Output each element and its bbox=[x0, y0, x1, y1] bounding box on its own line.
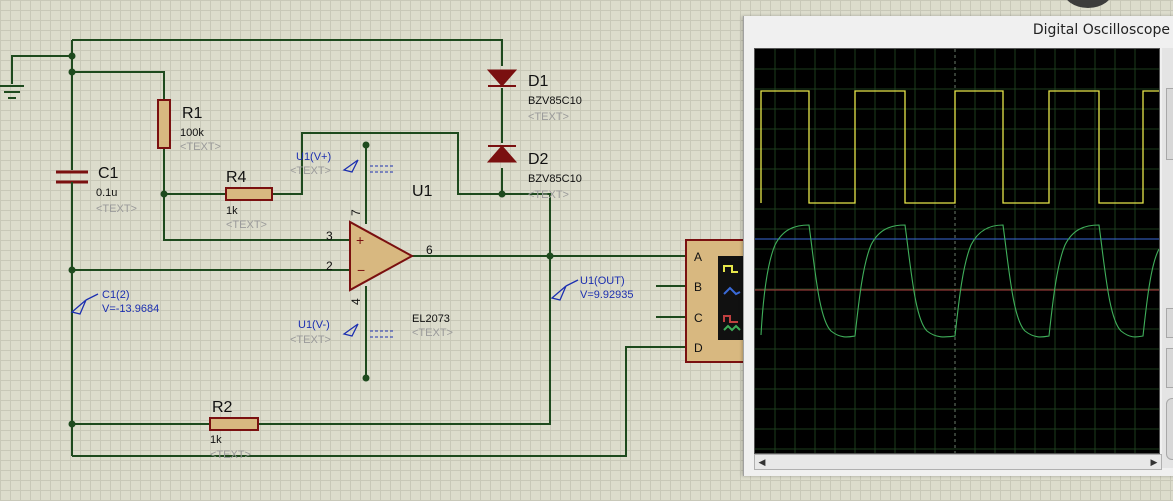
opamp-u1[interactable]: + − U1 3 2 6 7 4 EL2073 <TEXT> bbox=[326, 183, 453, 339]
side-control-mid[interactable] bbox=[1166, 308, 1173, 338]
d1-text: <TEXT> bbox=[528, 111, 569, 123]
wires bbox=[11, 39, 686, 457]
r1-text: <TEXT> bbox=[180, 141, 221, 153]
c1-ref: C1 bbox=[98, 165, 119, 182]
scroll-left-icon[interactable]: ◀ bbox=[758, 457, 766, 467]
ground-icon bbox=[0, 85, 24, 99]
side-knob[interactable] bbox=[1166, 398, 1173, 460]
diode-d2[interactable]: D2 BZV85C10 <TEXT> bbox=[486, 145, 582, 201]
u1-pin-2: 2 bbox=[326, 259, 333, 273]
window-corner-button[interactable] bbox=[1063, 0, 1113, 8]
d2-value: BZV85C10 bbox=[528, 173, 582, 185]
diode-d1[interactable]: D1 BZV85C10 <TEXT> bbox=[486, 69, 582, 123]
scope-side-panel bbox=[1162, 48, 1173, 468]
probe-u1-vplus-text: <TEXT> bbox=[290, 165, 331, 177]
probe-u1-out-value: V=9.92935 bbox=[580, 289, 634, 301]
r4-ref: R4 bbox=[226, 169, 247, 186]
probe-u1-vminus-text: <TEXT> bbox=[290, 334, 331, 346]
scope-channel-c: C bbox=[694, 311, 703, 325]
r1-ref: R1 bbox=[182, 105, 203, 122]
r1-value: 100k bbox=[180, 127, 204, 139]
r4-value: 1k bbox=[226, 205, 238, 217]
scope-channel-b: B bbox=[694, 280, 702, 294]
voltage-probe-u1-vplus[interactable]: U1(V+) <TEXT> bbox=[290, 151, 394, 177]
r4-text: <TEXT> bbox=[226, 219, 267, 231]
side-control-top[interactable] bbox=[1166, 88, 1173, 160]
probe-u1-out-label: U1(OUT) bbox=[580, 275, 625, 287]
voltage-probe-c1[interactable]: C1(2) V=-13.9684 bbox=[70, 289, 159, 315]
u1-pin-4: 4 bbox=[349, 298, 363, 305]
resistor-r2[interactable]: R2 1k <TEXT> bbox=[209, 399, 259, 461]
probe-c1-value: V=-13.9684 bbox=[102, 303, 159, 315]
u1-ref: U1 bbox=[412, 183, 433, 200]
scope-channel-d: D bbox=[694, 341, 703, 355]
side-control-low[interactable] bbox=[1166, 348, 1173, 388]
resistor-r4[interactable]: R4 1k <TEXT> bbox=[225, 169, 273, 231]
u1-value: EL2073 bbox=[412, 313, 450, 325]
oscilloscope-window[interactable]: Digital Oscilloscope bbox=[743, 16, 1173, 476]
r2-text: <TEXT> bbox=[210, 449, 251, 461]
u1-pin-7: 7 bbox=[349, 209, 363, 216]
scroll-right-icon[interactable]: ▶ bbox=[1150, 457, 1158, 467]
scope-traces bbox=[755, 49, 1160, 453]
junction-dots bbox=[68, 52, 554, 428]
r2-ref: R2 bbox=[212, 399, 233, 416]
opamp-plus-sign: + bbox=[356, 232, 364, 248]
c1-text: <TEXT> bbox=[96, 203, 137, 215]
scope-channel-a: A bbox=[694, 250, 702, 264]
d2-text: <TEXT> bbox=[528, 189, 569, 201]
window-title: Digital Oscilloscope bbox=[1032, 22, 1170, 38]
capacitor-c1[interactable]: C1 0.1u <TEXT> bbox=[56, 165, 137, 215]
voltage-probe-u1-out[interactable]: U1(OUT) V=9.92935 bbox=[550, 275, 634, 301]
voltage-probe-u1-vminus[interactable]: U1(V-) <TEXT> bbox=[290, 319, 394, 346]
probe-u1-vminus-label: U1(V-) bbox=[298, 319, 330, 331]
u1-pin-3: 3 bbox=[326, 229, 333, 243]
c1-value: 0.1u bbox=[96, 187, 117, 199]
d1-ref: D1 bbox=[528, 73, 549, 90]
resistor-r1[interactable]: R1 100k <TEXT> bbox=[157, 99, 221, 153]
u1-text: <TEXT> bbox=[412, 327, 453, 339]
horizontal-scrollbar[interactable]: ◀ ▶ bbox=[754, 454, 1162, 470]
probe-u1-vplus-label: U1(V+) bbox=[296, 151, 331, 163]
scope-display[interactable] bbox=[754, 48, 1160, 454]
probe-c1-label: C1(2) bbox=[102, 289, 130, 301]
r2-value: 1k bbox=[210, 434, 222, 446]
opamp-minus-sign: − bbox=[357, 262, 365, 278]
d1-value: BZV85C10 bbox=[528, 95, 582, 107]
u1-pin-6: 6 bbox=[426, 243, 433, 257]
d2-ref: D2 bbox=[528, 151, 549, 168]
oscilloscope-instrument[interactable]: A B C D bbox=[685, 239, 747, 363]
